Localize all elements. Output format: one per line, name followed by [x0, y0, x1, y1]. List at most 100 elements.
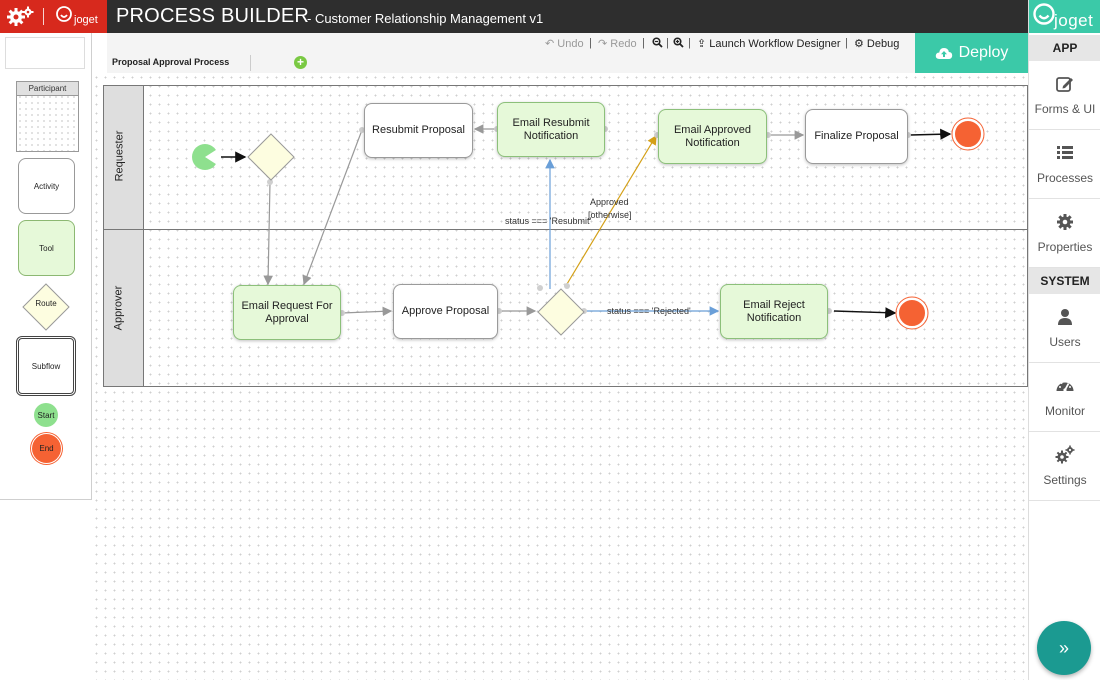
palette-participant-label: Participant	[17, 82, 78, 96]
launch-designer-label: Launch Workflow Designer	[709, 38, 841, 50]
toolbar: ↶ Undo | ↷ Redo | | | ⇪ Launch Workflow …	[107, 33, 915, 73]
palette-subflow-label: Subflow	[31, 361, 61, 371]
palette-activity-label: Activity	[33, 181, 60, 191]
sidebar-item-settings[interactable]: Settings	[1029, 433, 1100, 501]
palette-participant[interactable]: Participant	[16, 81, 79, 152]
activity-resubmit-proposal[interactable]: Resubmit Proposal	[364, 103, 473, 158]
brand-logo[interactable]: joget	[0, 0, 107, 33]
toolbar-divider: |	[642, 37, 645, 49]
section-app: APP	[1029, 35, 1100, 61]
redo-label: Redo	[610, 38, 637, 50]
undo-label: Undo	[557, 38, 584, 50]
palette-header-box	[5, 37, 85, 69]
logo-divider	[43, 8, 44, 25]
debug-button[interactable]: ⚙ Debug	[854, 37, 899, 50]
redo-button[interactable]: ↷ Redo	[598, 37, 637, 50]
sidebar-item-properties[interactable]: Properties	[1029, 200, 1100, 268]
joget-mark-icon	[1033, 3, 1055, 25]
activity-finalize-proposal[interactable]: Finalize Proposal	[805, 109, 908, 164]
sidebar-item-label: Processes	[1036, 171, 1094, 185]
deploy-label: Deploy	[958, 44, 1009, 61]
tool-email-approved[interactable]: Email Approved Notification	[658, 109, 767, 164]
palette-start-label: Start	[37, 410, 55, 420]
toolbar-divider: |	[589, 37, 592, 49]
palette-activity[interactable]: Activity	[18, 158, 75, 214]
palette-route[interactable]	[22, 283, 70, 331]
zoom-in-icon	[673, 37, 684, 48]
palette-tool-label: Tool	[39, 243, 54, 253]
sidebar-item-monitor[interactable]: Monitor	[1029, 364, 1100, 432]
palette-tool[interactable]: Tool	[18, 220, 75, 276]
palette-subflow[interactable]: Subflow	[16, 336, 76, 396]
tool-email-reject[interactable]: Email Reject Notification	[720, 284, 828, 339]
deploy-button[interactable]: Deploy	[915, 33, 1028, 73]
gear-icon	[1057, 214, 1073, 230]
gears-icon	[1055, 445, 1075, 464]
logo-text: joget	[74, 14, 98, 26]
sidebar-item-label: Monitor	[1044, 404, 1085, 418]
plus-icon: +	[296, 55, 304, 69]
zoom-in-button[interactable]	[673, 37, 684, 51]
zoom-out-button[interactable]	[652, 37, 663, 51]
top-bar: joget PROCESS BUILDER - Customer Relatio…	[0, 0, 1028, 33]
sidebar-logo[interactable]: joget	[1029, 0, 1100, 33]
app-subtitle: - Customer Relationship Management v1	[307, 11, 544, 26]
sidebar-item-label: Settings	[1043, 473, 1087, 487]
edit-icon	[1056, 77, 1073, 92]
tool-label: Email Resubmit Notification	[512, 116, 590, 142]
activity-approve-proposal[interactable]: Approve Proposal	[393, 284, 498, 339]
process-tabs: Proposal Approval Process +	[92, 53, 915, 73]
edge-label-rejected: status === 'Rejected'	[607, 306, 691, 316]
swimlane-approver[interactable]: Approver	[103, 229, 1028, 387]
activity-label: Finalize Proposal	[814, 130, 899, 142]
sidebar-logo-text: joget	[1054, 11, 1094, 30]
launch-designer-button[interactable]: ⇪ Launch Workflow Designer	[697, 37, 841, 50]
palette-start[interactable]: Start	[34, 403, 58, 427]
palette-route-label: Route	[35, 299, 57, 308]
edge-label-otherwise: [otherwise]	[588, 210, 632, 220]
sidebar-item-forms[interactable]: Forms & UI	[1029, 62, 1100, 130]
tab-proposal-approval[interactable]: Proposal Approval Process	[112, 57, 230, 67]
tool-label: Email Reject Notification	[743, 298, 805, 324]
edge-label-resubmit: status === 'Resubmit'	[505, 216, 592, 226]
tool-label: Email Approved Notification	[673, 123, 752, 149]
add-process-button[interactable]: +	[294, 56, 307, 69]
palette-end[interactable]: End	[32, 434, 61, 463]
lane-label-approver: Approver	[112, 285, 125, 331]
lane-header-requester[interactable]: Requester	[104, 86, 144, 229]
expand-sidebar-button[interactable]: »	[1037, 621, 1091, 675]
zoom-out-icon	[652, 37, 663, 48]
upload-icon: ⇪	[697, 38, 710, 50]
palette-end-label: End	[39, 444, 54, 453]
list-icon	[1057, 146, 1073, 159]
gear-icon: ⚙	[854, 38, 867, 50]
right-sidebar: joget APP Forms & UI Processes	[1028, 0, 1100, 680]
undo-button[interactable]: ↶ Undo	[545, 37, 584, 50]
toolbar-divider: |	[845, 37, 848, 49]
toolbar-divider: |	[666, 37, 669, 49]
sidebar-item-processes[interactable]: Processes	[1029, 131, 1100, 199]
tab-divider	[250, 55, 251, 71]
activity-label: Resubmit Proposal	[372, 124, 465, 136]
element-palette: Participant Activity Tool Route Subflow …	[0, 33, 92, 500]
sidebar-item-label: Users	[1049, 335, 1081, 349]
debug-label: Debug	[866, 38, 900, 50]
undo-icon: ↶	[545, 38, 558, 50]
sidebar-item-label: Forms & UI	[1034, 102, 1096, 116]
sidebar-item-label: Properties	[1037, 240, 1093, 254]
toolbar-divider: |	[688, 37, 691, 49]
double-chevron-right-icon: »	[1058, 637, 1069, 658]
sidebar-item-users[interactable]: Users	[1029, 295, 1100, 363]
gears-icon	[7, 6, 34, 26]
lane-header-approver[interactable]: Approver	[104, 230, 144, 386]
cloud-upload-icon	[935, 48, 952, 59]
edge-label-approved: Approved	[590, 197, 629, 207]
section-system: SYSTEM	[1029, 268, 1100, 294]
activity-label: Approve Proposal	[401, 305, 490, 317]
joget-mark-icon	[56, 6, 72, 22]
tool-email-request[interactable]: Email Request For Approval	[233, 285, 341, 340]
lane-label-requester: Requester	[113, 130, 126, 182]
tool-email-resubmit[interactable]: Email Resubmit Notification	[497, 102, 605, 157]
user-icon	[1058, 309, 1072, 325]
